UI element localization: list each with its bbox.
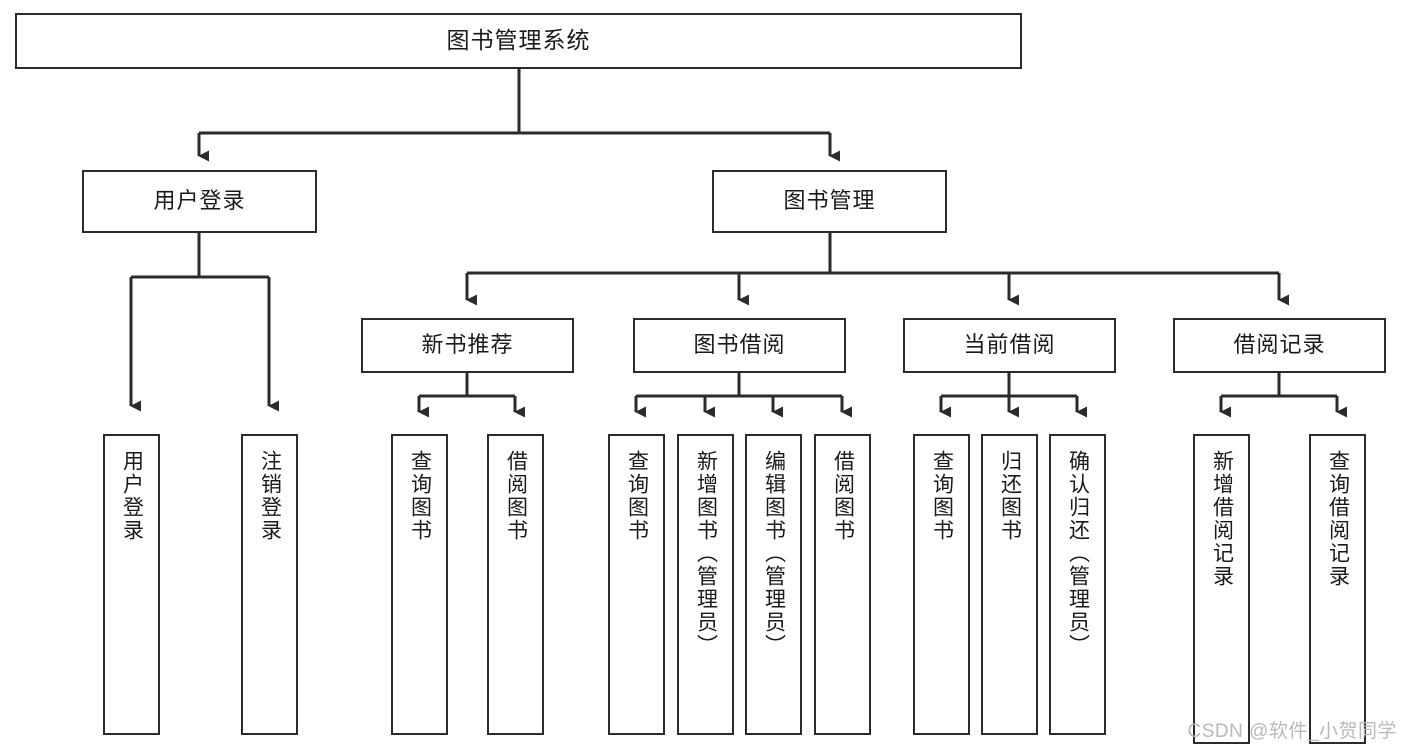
- node-leaf-add-record-label: 新增借阅记录: [1210, 450, 1234, 588]
- node-leaf-return-book[interactable]: 归还图书: [981, 434, 1038, 735]
- node-leaf-edit-book-admin-label: 编辑图书（管理员）: [762, 450, 786, 657]
- node-leaf-return-book-label: 归还图书: [998, 450, 1022, 542]
- node-leaf-query-book-3-label: 查询图书: [930, 450, 954, 542]
- node-book-borrow[interactable]: 图书借阅: [633, 318, 846, 373]
- node-leaf-query-book-2[interactable]: 查询图书: [608, 434, 665, 735]
- node-leaf-user-login[interactable]: 用户登录: [103, 434, 160, 735]
- node-leaf-query-record[interactable]: 查询借阅记录: [1309, 434, 1366, 744]
- node-current-borrow-label: 当前借阅: [963, 332, 1056, 358]
- node-leaf-borrow-book-1[interactable]: 借阅图书: [487, 434, 544, 735]
- node-leaf-borrow-book-2-label: 借阅图书: [831, 450, 855, 542]
- node-leaf-confirm-return[interactable]: 确认归还（管理员）: [1049, 434, 1106, 735]
- node-leaf-query-book-1-label: 查询图书: [408, 450, 432, 542]
- watermark-text: CSDN @软件_小贺同学: [1187, 721, 1397, 742]
- node-leaf-query-book-3[interactable]: 查询图书: [913, 434, 970, 735]
- node-leaf-query-book-2-label: 查询图书: [625, 450, 649, 542]
- node-leaf-logout-login[interactable]: 注销登录: [241, 434, 298, 735]
- node-root-label: 图书管理系统: [446, 27, 591, 54]
- node-book-manage[interactable]: 图书管理: [712, 170, 947, 233]
- node-book-manage-label: 图书管理: [783, 188, 876, 214]
- node-leaf-add-book-admin[interactable]: 新增图书（管理员）: [677, 434, 734, 735]
- node-leaf-add-record[interactable]: 新增借阅记录: [1193, 434, 1250, 744]
- node-leaf-borrow-book-2[interactable]: 借阅图书: [814, 434, 871, 735]
- node-leaf-logout-login-label: 注销登录: [258, 450, 282, 542]
- node-leaf-query-record-label: 查询借阅记录: [1326, 450, 1350, 588]
- node-borrow-record[interactable]: 借阅记录: [1173, 318, 1386, 373]
- node-leaf-edit-book-admin[interactable]: 编辑图书（管理员）: [745, 434, 802, 735]
- node-leaf-borrow-book-1-label: 借阅图书: [504, 450, 528, 542]
- node-leaf-user-login-label: 用户登录: [120, 450, 144, 542]
- node-root[interactable]: 图书管理系统: [15, 13, 1022, 69]
- node-user-login[interactable]: 用户登录: [82, 170, 317, 233]
- node-current-borrow[interactable]: 当前借阅: [903, 318, 1116, 373]
- node-book-borrow-label: 图书借阅: [693, 332, 786, 358]
- node-borrow-record-label: 借阅记录: [1233, 332, 1326, 358]
- node-leaf-query-book-1[interactable]: 查询图书: [391, 434, 448, 735]
- node-new-book-recommend[interactable]: 新书推荐: [361, 318, 574, 373]
- node-new-book-recommend-label: 新书推荐: [421, 332, 514, 358]
- node-user-login-label: 用户登录: [153, 188, 246, 214]
- node-leaf-add-book-admin-label: 新增图书（管理员）: [694, 450, 718, 657]
- node-leaf-confirm-return-label: 确认归还（管理员）: [1066, 450, 1090, 657]
